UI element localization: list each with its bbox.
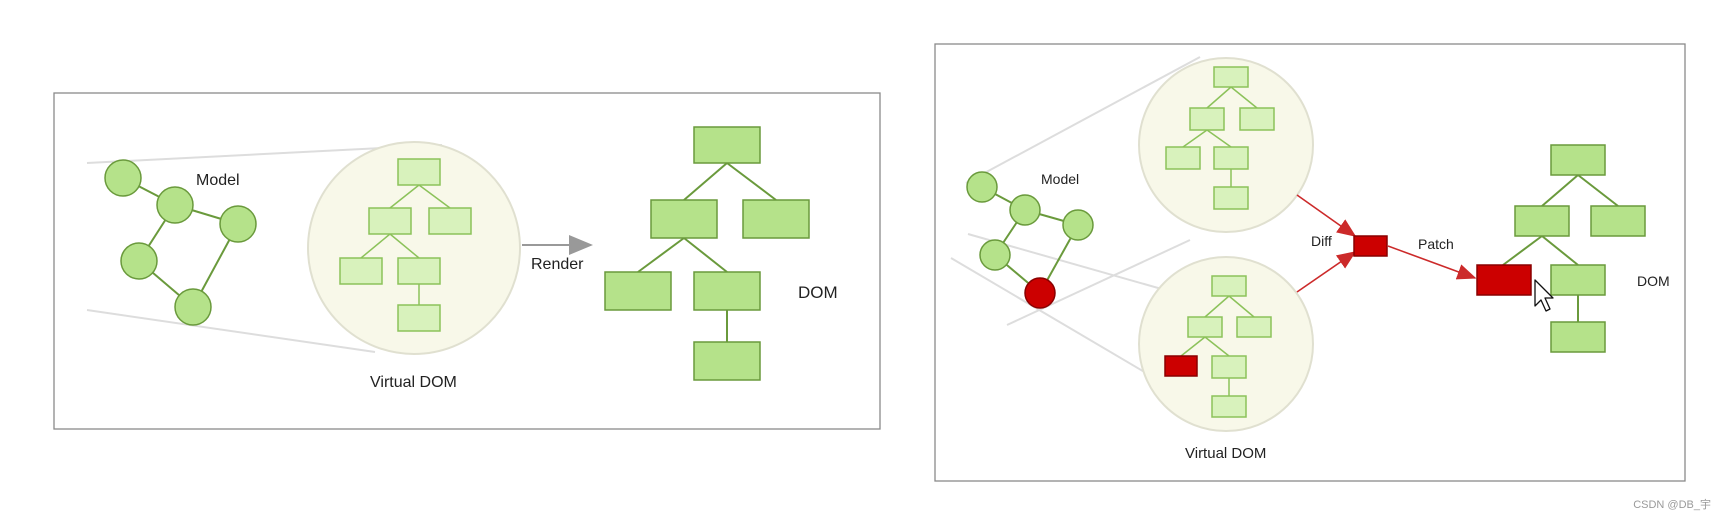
model-node bbox=[156, 186, 194, 224]
diff-arrow-from-new bbox=[1296, 251, 1357, 293]
vdom-node bbox=[397, 257, 441, 285]
right-model-graph bbox=[966, 171, 1094, 309]
vdom-node bbox=[1189, 107, 1225, 131]
vdom-node bbox=[339, 257, 383, 285]
model-node bbox=[104, 159, 142, 197]
patch-arrow bbox=[1387, 245, 1477, 280]
vdom-node bbox=[1213, 146, 1249, 170]
vdom-node bbox=[1165, 146, 1201, 170]
model-node bbox=[979, 239, 1011, 271]
left-projection-line-bottom bbox=[86, 309, 376, 353]
patch-label: Patch bbox=[1418, 236, 1454, 252]
left-vdom-bubble bbox=[307, 141, 521, 355]
dom-node bbox=[1514, 205, 1570, 237]
old-vdom-bubble bbox=[1138, 57, 1314, 233]
vdom-node bbox=[1236, 316, 1272, 338]
dom-node bbox=[1550, 321, 1606, 353]
dom-node bbox=[1550, 264, 1606, 296]
dom-node bbox=[604, 271, 672, 311]
dom-node bbox=[1550, 144, 1606, 176]
dom-node bbox=[693, 271, 761, 311]
right-panel-frame bbox=[934, 43, 1686, 482]
left-model-graph bbox=[104, 159, 257, 326]
diff-result-node bbox=[1353, 235, 1388, 257]
model-node bbox=[966, 171, 998, 203]
vdom-node bbox=[1213, 186, 1249, 210]
right-dom-label: DOM bbox=[1637, 273, 1670, 289]
model-node bbox=[1009, 194, 1041, 226]
vdom-node bbox=[1239, 107, 1275, 131]
diff-arrow-from-old bbox=[1296, 194, 1357, 237]
left-dom-tree bbox=[604, 126, 810, 381]
model-node bbox=[120, 242, 158, 280]
model-node bbox=[1062, 209, 1094, 241]
vdom-node bbox=[1211, 355, 1247, 379]
vdom-node bbox=[1211, 275, 1247, 297]
diff-label: Diff bbox=[1311, 233, 1332, 249]
dom-node bbox=[650, 199, 718, 239]
vdom-node bbox=[1187, 316, 1223, 338]
dom-node bbox=[693, 126, 761, 164]
model-node bbox=[219, 205, 257, 243]
dom-node bbox=[693, 341, 761, 381]
model-node bbox=[174, 288, 212, 326]
right-model-label: Model bbox=[1041, 171, 1079, 187]
patched-dom-node bbox=[1476, 264, 1532, 296]
dom-node bbox=[1590, 205, 1646, 237]
right-dom-tree bbox=[1476, 144, 1646, 353]
vdom-node bbox=[397, 158, 441, 186]
watermark: CSDN @DB_宇 bbox=[1633, 499, 1711, 511]
changed-vdom-node bbox=[1164, 355, 1198, 377]
right-vdom-label: Virtual DOM bbox=[1185, 445, 1266, 462]
right-projection-line bbox=[965, 56, 1201, 184]
vdom-node bbox=[368, 207, 412, 235]
vdom-node bbox=[428, 207, 472, 235]
vdom-node bbox=[397, 304, 441, 332]
left-vdom-label: Virtual DOM bbox=[370, 374, 457, 391]
left-model-label: Model bbox=[196, 172, 240, 189]
left-panel: Model Virtual DOM Render bbox=[53, 92, 881, 430]
dom-node bbox=[742, 199, 810, 239]
changed-model-node bbox=[1024, 277, 1056, 309]
render-label: Render bbox=[531, 256, 584, 273]
left-dom-label: DOM bbox=[798, 283, 838, 302]
right-projection-line bbox=[950, 257, 1176, 391]
right-panel: Model Virtual DOM Diff Patch DOM bbox=[934, 43, 1686, 482]
right-projection-line bbox=[1006, 239, 1191, 326]
new-vdom-bubble bbox=[1138, 256, 1314, 432]
vdom-node bbox=[1211, 395, 1247, 418]
vdom-node bbox=[1213, 66, 1249, 88]
